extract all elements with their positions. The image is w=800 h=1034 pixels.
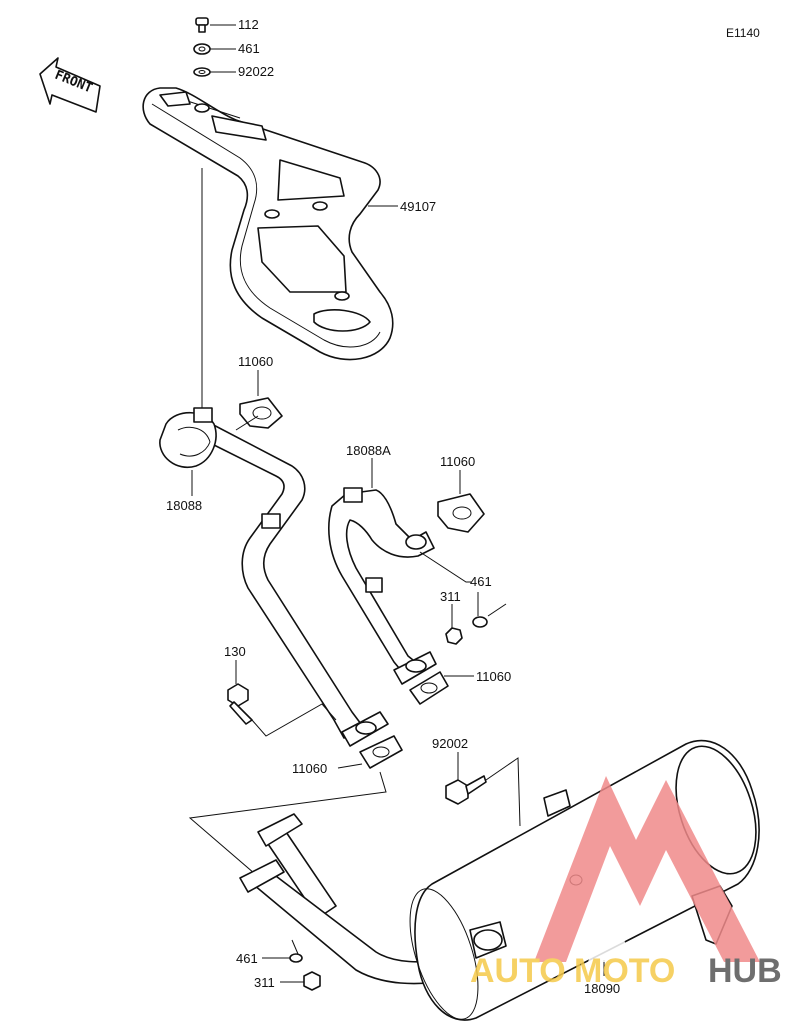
label-112: 112: [238, 17, 259, 32]
washer-461-b[interactable]: [472, 616, 488, 628]
label-11060-right: 11060: [440, 454, 475, 469]
bolt-92002[interactable]: [445, 775, 487, 805]
label-11060-low: 11060: [292, 761, 327, 776]
label-311-mid: 311: [440, 589, 461, 604]
nut-311-a[interactable]: [445, 627, 463, 645]
label-49107: 49107: [400, 199, 436, 214]
diagram-code: E1140: [726, 26, 760, 40]
gasket-11060-b[interactable]: [437, 493, 485, 533]
label-130: 130: [224, 644, 246, 659]
label-461-top: 461: [238, 41, 260, 56]
gasket-11060-c[interactable]: [409, 671, 449, 705]
label-311-low: 311: [254, 975, 275, 990]
watermark-text-hub: HUB: [708, 952, 782, 990]
label-18088A: 18088A: [346, 443, 391, 458]
heat-guard-49107[interactable]: [142, 87, 394, 361]
front-arrow-icon: FRONT: [39, 57, 101, 113]
label-92022: 92022: [238, 64, 274, 79]
exhaust-pipe-18088[interactable]: [159, 407, 389, 747]
watermark-text-moto: MOTO: [574, 952, 675, 990]
bolt-130[interactable]: [227, 683, 253, 725]
washer-461-top[interactable]: [193, 43, 211, 55]
bolt-112[interactable]: [195, 17, 209, 33]
label-11060-mid: 11060: [476, 669, 511, 684]
label-11060-top: 11060: [238, 354, 273, 369]
watermark-text-auto: AUTO: [470, 952, 566, 990]
gasket-11060-d[interactable]: [359, 735, 403, 769]
label-92002: 92002: [432, 736, 468, 751]
label-461-low: 461: [236, 951, 258, 966]
watermark-logo: AUTO MOTO HUB: [470, 776, 782, 990]
washer-461-c[interactable]: [289, 953, 303, 963]
label-18090: 18090: [584, 981, 620, 996]
part-labels: 112 461 92022 49107 11060 18088 18088A 1…: [166, 17, 620, 996]
nut-311-b[interactable]: [303, 971, 321, 991]
washer-92022[interactable]: [193, 67, 211, 77]
label-18088: 18088: [166, 498, 202, 513]
watermark-logo-icon: [534, 776, 760, 962]
exhaust-pipe-18088A[interactable]: [328, 487, 437, 685]
label-461-mid: 461: [470, 574, 492, 589]
